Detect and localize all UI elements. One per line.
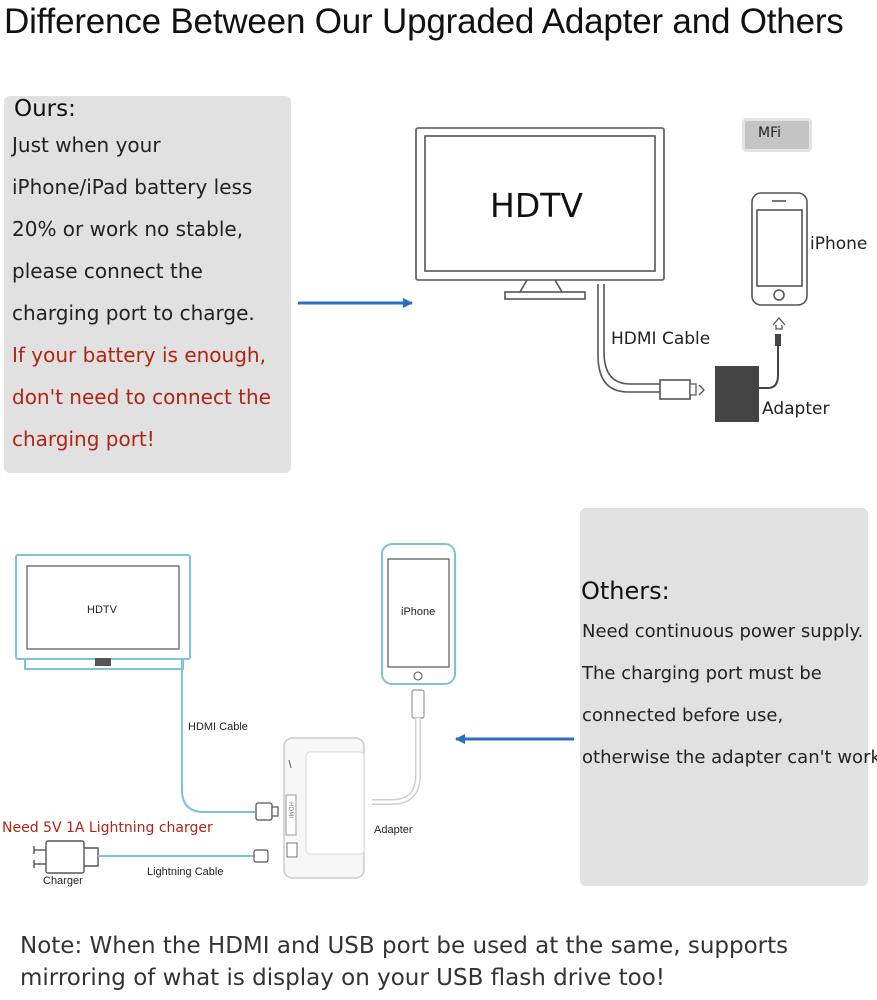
camera-port-icon <box>286 842 298 858</box>
tv-icon <box>415 127 665 300</box>
others-warning-line: connected before use, <box>582 705 784 726</box>
others-line: Need continuous power supply. <box>582 621 864 642</box>
tv-label: HDTV <box>87 604 117 616</box>
ours-line: 20% or work no stable, <box>12 217 244 241</box>
ours-line: charging port to charge. <box>12 301 255 325</box>
charger-label: Charger <box>43 875 83 887</box>
tv-icon <box>15 554 191 670</box>
adapter-label: Adapter <box>374 824 413 836</box>
ours-heading: Ours: <box>14 96 76 122</box>
ours-warning-line: If your battery is enough, <box>12 343 266 367</box>
hdmi-plug-icon <box>255 802 273 821</box>
hdmi-cable-label: HDMI Cable <box>188 721 248 733</box>
lightning-cable-label: Lightning Cable <box>147 866 224 878</box>
mfi-badge: MFi <box>742 118 812 152</box>
hdmi-cable <box>181 660 255 813</box>
hdmi-cable <box>597 284 660 393</box>
iphone-label: iPhone <box>401 606 436 618</box>
arrow-up-icon <box>772 317 786 330</box>
note-text: Note: When the HDMI and USB port be used… <box>20 930 788 994</box>
charger-note: Need 5V 1A Lightning charger <box>2 820 213 836</box>
others-warning-line: The charging port must be <box>582 663 822 684</box>
ours-warning-line: don't need to connect the <box>12 385 271 409</box>
others-panel <box>580 508 868 886</box>
others-warning-line: otherwise the adapter can't work! <box>582 747 877 768</box>
iphone-icon <box>381 543 456 685</box>
page-title: Difference Between Our Upgraded Adapter … <box>4 2 844 41</box>
ours-panel <box>4 96 291 473</box>
note-line: Note: When the HDMI and USB port be used… <box>20 933 789 959</box>
iphone-label: iPhone <box>810 234 868 254</box>
charger-icon <box>33 840 99 874</box>
tv-label: HDTV <box>490 186 583 225</box>
hdmi-cable-label: HDMI Cable <box>611 329 711 349</box>
mfi-badge-text: MFi <box>758 125 782 141</box>
hdmi-plug-icon <box>659 379 691 400</box>
ours-line: iPhone/iPad battery less <box>12 175 253 199</box>
adapter-icon <box>283 737 365 879</box>
ours-line: Just when your <box>12 133 161 157</box>
hdmi-port-label: HDMI <box>287 802 294 819</box>
iphone-icon <box>751 192 808 306</box>
ours-line: please connect the <box>12 259 203 283</box>
ours-warning-line: charging port! <box>12 427 155 451</box>
note-line: mirroring of what is display on your USB… <box>20 965 666 991</box>
adapter-label: Adapter <box>762 399 830 419</box>
others-heading: Others: <box>581 577 670 605</box>
adapter-icon <box>715 366 759 422</box>
